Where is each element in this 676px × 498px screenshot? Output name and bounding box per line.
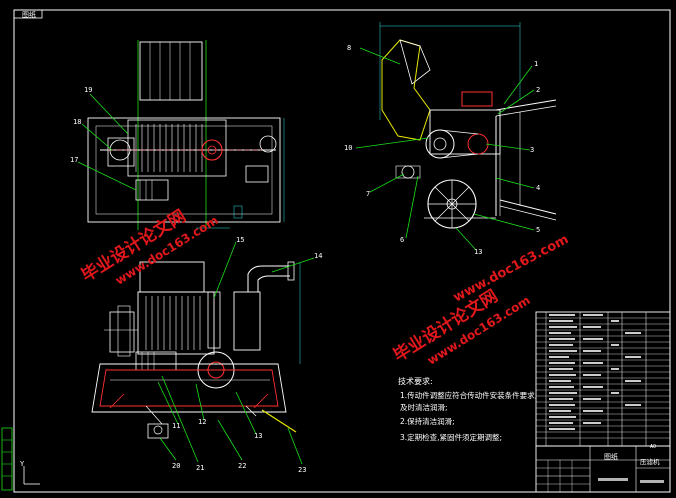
tab-box xyxy=(13,9,43,19)
part-label-10: 10 xyxy=(344,144,352,152)
tech-notes-title: 技术要求: xyxy=(398,376,433,386)
title-block-label-a: 图纸 xyxy=(604,452,618,461)
part-label-5: 5 xyxy=(536,226,540,234)
tab-label: 图纸 xyxy=(22,10,36,19)
part-label-7: 7 xyxy=(366,190,370,198)
tech-note-1b: 及时清洁润滑; xyxy=(400,402,448,412)
technical-notes: 技术要求: 1.传动件调整应符合传动件安装条件要求; 及时清洁润滑; 2.保持清… xyxy=(398,376,537,442)
part-label-2: 2 xyxy=(536,86,540,94)
part-label-22: 22 xyxy=(238,462,246,470)
part-label-11: 11 xyxy=(172,422,180,430)
part-label-15: 15 xyxy=(236,236,244,244)
watermark-3: www.doc163.com xyxy=(451,232,571,305)
tech-note-2: 2.保持清洁润滑; xyxy=(400,416,455,426)
front-view-bottom xyxy=(91,241,315,465)
watermark-3-url: www.doc163.com xyxy=(451,232,571,305)
svg-text:Y: Y xyxy=(20,460,25,468)
part-label-19: 19 xyxy=(84,86,92,94)
part-label-21: 21 xyxy=(196,464,204,472)
part-label-8: 8 xyxy=(347,44,351,52)
part-label-20: 20 xyxy=(172,462,180,470)
part-label-23: 23 xyxy=(298,466,306,474)
part-label-13-top: 13 xyxy=(474,248,482,256)
tech-note-3: 3.定期检查,紧固件须定期调整; xyxy=(400,432,502,442)
part-label-13: 13 xyxy=(254,432,262,440)
part-label-1: 1 xyxy=(534,60,538,68)
part-label-14: 14 xyxy=(314,252,322,260)
watermark-1: 毕业设计论文网 www.doc163.com xyxy=(78,205,221,287)
top-view-left xyxy=(77,40,285,230)
sheet-border xyxy=(13,9,671,493)
part-label-18: 18 xyxy=(73,118,81,126)
title-block-label-b: 压滤机 xyxy=(640,457,660,466)
tech-note-1: 1.传动件调整应符合传动件安装条件要求; xyxy=(400,390,537,400)
part-label-17: 17 xyxy=(70,156,78,164)
title-block: 图纸 压滤机 A0 xyxy=(535,444,671,493)
ucs-axis-icon: Y xyxy=(20,460,40,485)
part-label-12: 12 xyxy=(198,418,206,426)
parts-list-table xyxy=(535,311,671,447)
left-ruler xyxy=(1,427,13,491)
side-view-right xyxy=(355,22,557,251)
part-label-3: 3 xyxy=(530,146,534,154)
title-block-label-c: A0 xyxy=(650,444,656,450)
part-label-4: 4 xyxy=(536,184,540,192)
part-label-6: 6 xyxy=(400,236,404,244)
